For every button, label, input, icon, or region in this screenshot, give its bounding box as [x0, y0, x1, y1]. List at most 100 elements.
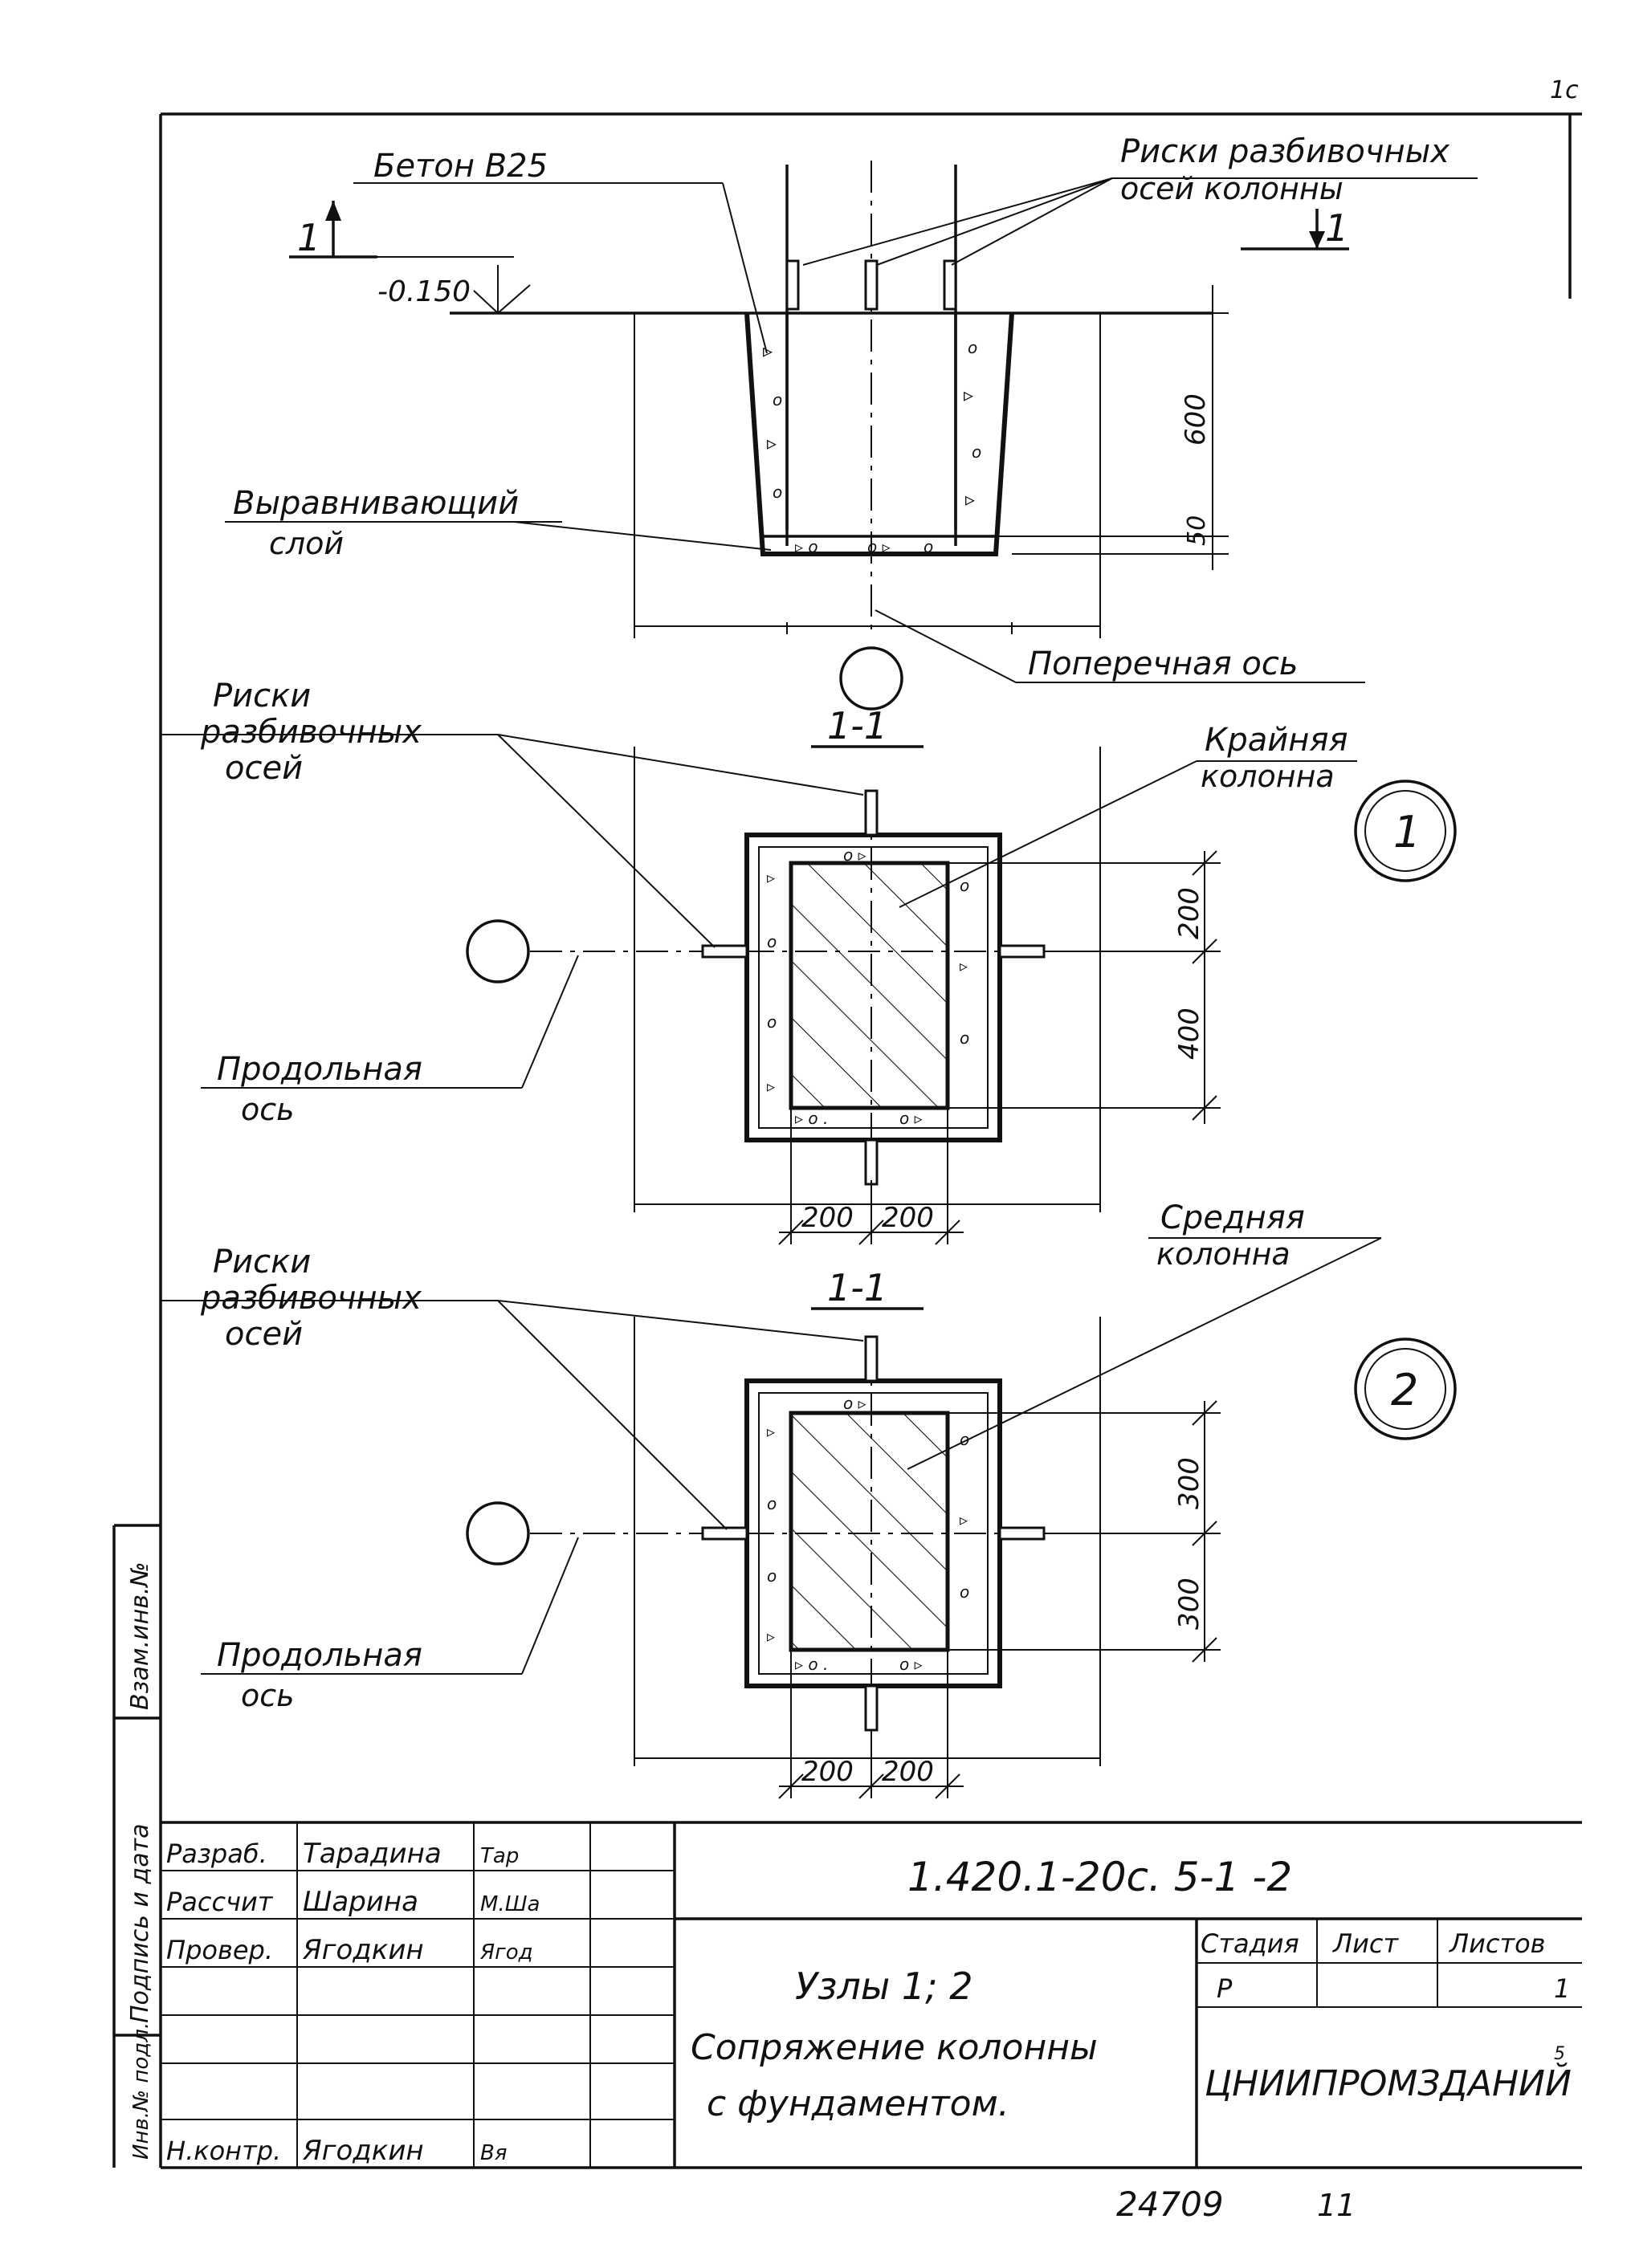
stadia-header: Стадия	[1201, 1928, 1299, 1959]
riski-label-c-2: осей	[225, 1316, 303, 1353]
svg-text:o: o	[968, 338, 977, 357]
title-line-3: с фундаментом.	[707, 2083, 1009, 2124]
dim-300-vertical-2: 300	[1173, 1578, 1205, 1630]
title-block: Разраб. Тарадина Тар Рассчит Шарина М.Ша…	[161, 1821, 1582, 2168]
tb-sign-1: Тар	[480, 1844, 519, 1868]
svg-text:o: o	[773, 483, 782, 502]
transverse-axis-bubble	[839, 646, 903, 711]
dim-200-vertical: 200	[1173, 887, 1205, 939]
middle-column-label-2: колонна	[1156, 1236, 1290, 1272]
svg-text:o ▹: o ▹	[843, 845, 866, 865]
riski-top-label-1: Риски разбивочных	[1120, 133, 1449, 170]
tb-sign-2: М.Ша	[480, 1892, 540, 1916]
svg-text:o ▹: o ▹	[843, 1394, 866, 1413]
longitudinal-axis-label-a-2: Продольная	[217, 1637, 422, 1674]
tb-sign-3: Ягод	[479, 1940, 533, 1965]
plan-node-1: 1-1 ▹o o▹ o▹ oo ▹ ▹ o .o ▹	[161, 678, 1457, 1245]
edge-column-label-2: колонна	[1201, 759, 1335, 794]
longitudinal-axis-bubble-2	[466, 1501, 530, 1566]
svg-text:o: o	[960, 1430, 969, 1449]
riski-label-b-1: разбивочных	[200, 714, 422, 751]
dim-200-h1: 200	[801, 1202, 854, 1234]
document-code: 1.420.1-20с. 5-1 -2	[907, 1854, 1292, 1900]
svg-text:o: o	[767, 932, 777, 951]
list-header: Лист	[1332, 1928, 1399, 1959]
riski-top-label-2: осей колонны	[1120, 171, 1343, 206]
concrete-speckles-plan-2: ▹o o▹ o▹ oo ▹ ▹ o .o ▹	[767, 1394, 969, 1674]
tb-sign-7: Вя	[480, 2141, 507, 2165]
svg-text:o: o	[767, 1566, 777, 1586]
dim-400-vertical: 400	[1173, 1008, 1205, 1060]
svg-text:o ▹: o ▹	[899, 1109, 923, 1128]
longitudinal-axis-label-a-1: Продольная	[217, 1051, 422, 1088]
node-2-outer-circle	[1354, 1338, 1457, 1440]
node-1-inner-circle	[1364, 790, 1446, 872]
svg-text:▹ o .: ▹ o .	[795, 1655, 828, 1674]
dim-300-vertical-1: 300	[1173, 1457, 1205, 1509]
section-mark-left: 1	[297, 216, 320, 259]
sheet-frame	[159, 112, 1582, 2169]
side-stamp-sign-date: Подпись и дата	[126, 1824, 154, 2024]
leveling-layer-label-1: Выравнивающий	[233, 485, 519, 522]
longitudinal-axis-bubble-1	[466, 919, 530, 983]
node-2-inner-circle	[1364, 1348, 1446, 1430]
dim-200-h2: 200	[882, 1202, 934, 1234]
svg-text:▹: ▹	[964, 384, 973, 406]
section-title-2: 1-1	[827, 1266, 887, 1309]
svg-text:▹ o: ▹ o	[795, 537, 818, 556]
riski-label-c-1: осей	[225, 750, 303, 787]
dim-50: 50	[1183, 515, 1211, 546]
listov-header: Листов	[1449, 1928, 1546, 1959]
svg-text:o: o	[972, 442, 981, 462]
elevation-label: -0.150	[377, 275, 471, 308]
organization: ЦНИИПРОМЗДАНИЙ	[1205, 2062, 1572, 2104]
list-value: 1	[1554, 1973, 1570, 2004]
svg-text:o: o	[924, 537, 933, 556]
svg-text:o ▹: o ▹	[867, 537, 891, 556]
tb-role-3: Провер.	[166, 1935, 273, 1965]
svg-text:▹: ▹	[767, 432, 777, 454]
footer-sheet: 11	[1317, 2188, 1356, 2223]
svg-text:o: o	[960, 1582, 969, 1602]
riski-label-b-2: разбивочных	[200, 1280, 422, 1317]
riski-label-a-2: Риски	[213, 1244, 311, 1281]
edge-column-label-1: Крайняя	[1205, 722, 1348, 759]
svg-text:▹: ▹	[767, 1422, 775, 1441]
svg-text:o: o	[960, 876, 969, 895]
title-line-2: Сопряжение колонны	[691, 2027, 1098, 2068]
tb-name-1: Тарадина	[303, 1838, 442, 1870]
concrete-speckles-plan-1: ▹o o▹ o▹ oo ▹ ▹ o .o ▹	[767, 845, 969, 1128]
dim-200-h4: 200	[882, 1756, 934, 1788]
side-stamp-replace-inv: Взам.инв.№	[126, 1562, 154, 1710]
title-line-1: Узлы 1; 2	[795, 1965, 973, 2008]
node-1-outer-circle	[1354, 780, 1457, 882]
longitudinal-axis-label-b-1: ось	[241, 1092, 295, 1127]
plan-node-2: 1-1 ▹o o▹ o▹ oo ▹ ▹ o .o ▹	[161, 1199, 1457, 1799]
leveling-layer-label-2: слой	[269, 526, 344, 561]
middle-column-label-1: Средняя	[1160, 1199, 1305, 1236]
svg-text:o: o	[960, 1028, 969, 1048]
transverse-axis-label: Поперечная ось	[1028, 645, 1298, 682]
tb-role-2: Рассчит	[166, 1887, 274, 1917]
svg-text:▹: ▹	[960, 1510, 968, 1529]
stadia-value: Р	[1217, 1973, 1233, 2004]
beton-label: Бетон B25	[373, 148, 548, 185]
organization-mark: 5	[1554, 2044, 1565, 2064]
svg-text:o ▹: o ▹	[899, 1655, 923, 1674]
inventory-number: 24709	[1116, 2185, 1224, 2224]
svg-text:o: o	[773, 390, 782, 409]
node-1-number: 1	[1393, 807, 1421, 857]
dim-600: 600	[1180, 393, 1212, 446]
svg-text:o: o	[767, 1494, 777, 1513]
section-title-1: 1-1	[827, 704, 887, 747]
tb-role-7: Н.контр.	[166, 2136, 281, 2166]
svg-text:▹ o .: ▹ o .	[795, 1109, 828, 1128]
tb-name-2: Шарина	[303, 1886, 418, 1918]
tb-name-3: Ягодкин	[302, 1934, 424, 1966]
side-stamp-inv: Инв.№ подл.	[129, 2022, 153, 2160]
svg-text:▹: ▹	[960, 956, 968, 975]
